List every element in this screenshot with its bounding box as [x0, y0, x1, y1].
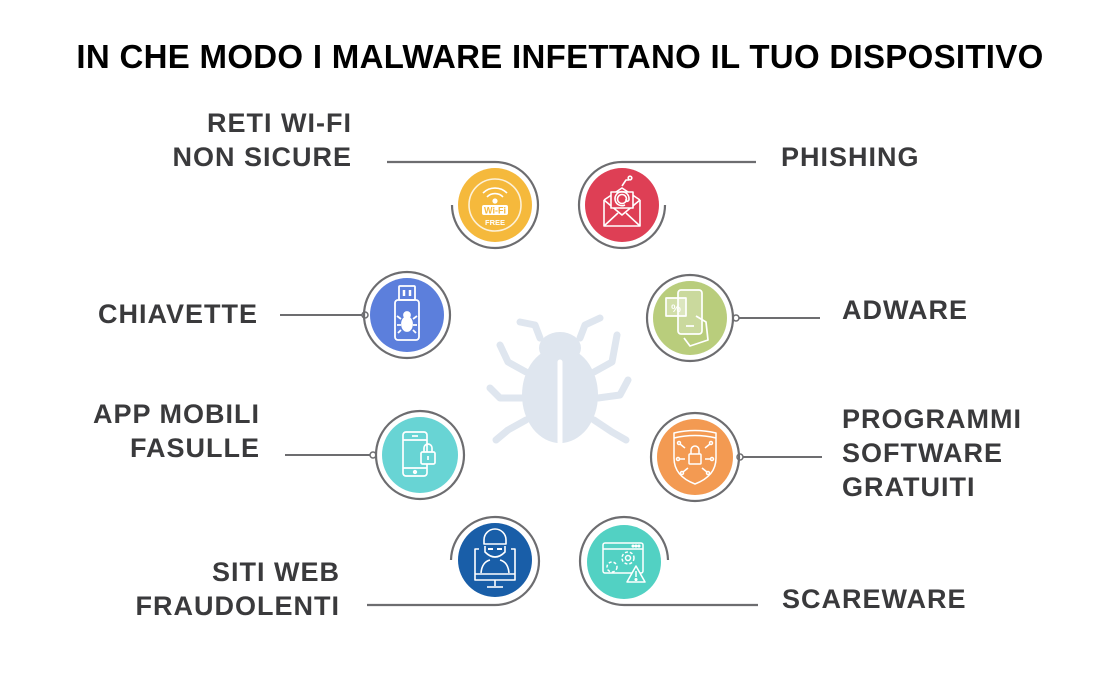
phone-discount-icon: % [665, 289, 709, 347]
label-software: PROGRAMMI SOFTWARE GRATUITI [842, 404, 1022, 502]
websites-node [367, 515, 541, 607]
svg-text:Wi-Fi: Wi-Fi [484, 206, 506, 216]
label-adware: ADWARE [842, 295, 968, 325]
connector-line [577, 160, 756, 250]
phone-lock-icon [402, 431, 436, 477]
connector-line [367, 515, 541, 607]
bug-icon [486, 314, 632, 445]
app-node [285, 409, 466, 501]
adware-node: % [645, 273, 820, 363]
wifi-node: Wi-Fi FREE [387, 160, 540, 250]
label-usb: CHIAVETTE [97, 299, 258, 329]
label-websites: SITI WEB FRAUDOLENTI [135, 557, 340, 621]
label-scareware: SCAREWARE [782, 584, 967, 614]
shield-lock-circuit-icon [673, 429, 717, 485]
connector-line [578, 515, 758, 607]
browser-warning-icon [602, 542, 646, 583]
phishing-email-icon [603, 175, 641, 227]
usb-bug-icon [394, 285, 420, 341]
scareware-node [578, 515, 758, 607]
svg-text:%: % [671, 303, 681, 315]
svg-text:FREE: FREE [485, 218, 505, 227]
label-phishing: PHISHING [781, 142, 920, 172]
page-title: IN CHE MODO I MALWARE INFETTANO IL TUO D… [76, 38, 1044, 75]
hacker-monitor-icon [474, 528, 516, 588]
phishing-node [577, 160, 756, 250]
software-node [649, 411, 822, 503]
usb-node [280, 270, 452, 360]
connector-line [387, 160, 540, 250]
label-wifi: RETI WI-FI NON SICURE [172, 108, 352, 172]
label-app: APP MOBILI FASULLE [92, 399, 260, 463]
wifi-free-icon: Wi-Fi FREE [468, 178, 522, 232]
